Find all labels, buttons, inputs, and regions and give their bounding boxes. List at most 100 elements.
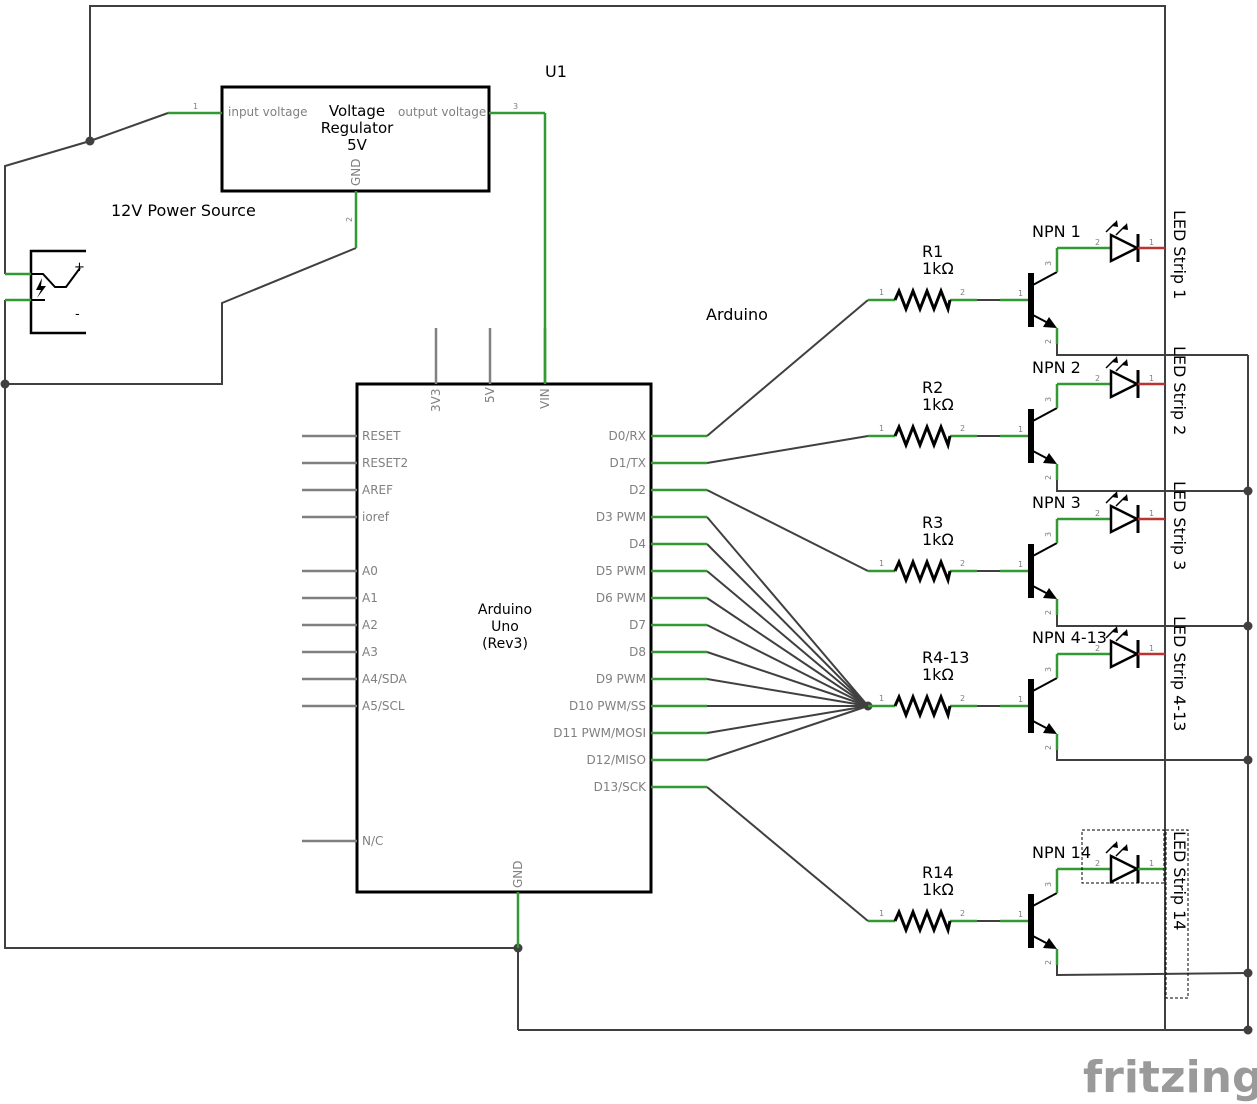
uno-right-pin-label: D11 PWM/MOSI — [553, 726, 646, 740]
resistor-name: R1 — [922, 242, 943, 261]
resistor-symbol — [893, 286, 952, 315]
resistor-pin-number: 2 — [960, 288, 965, 297]
led-diode-symbol — [1109, 503, 1140, 535]
uno-pin-3v3: 3V3 — [429, 389, 443, 412]
uno-left-pin-label: RESET2 — [362, 456, 408, 470]
uno-right-pin-label: D2 — [629, 483, 646, 497]
transistor-pin-number: 2 — [1044, 475, 1053, 480]
u1-label: U1 — [545, 62, 567, 81]
led14-label-selection-box — [1165, 829, 1189, 999]
resistor-pin-number: 1 — [879, 288, 884, 297]
reg-gnd-label: GND — [349, 158, 363, 186]
transistor-name: NPN 1 — [1032, 222, 1081, 241]
junction-dots — [0, 136, 1253, 1035]
transistor-pin-number: 1 — [1018, 289, 1023, 298]
uno-right-pin-label: D3 PWM — [596, 510, 646, 524]
led-diode-symbol — [1109, 368, 1140, 400]
uno-left-pin-label: A1 — [362, 591, 378, 605]
uno-left-pin-label: ioref — [362, 510, 390, 524]
led-diode-symbol — [1109, 853, 1140, 885]
transistor-pin-number: 3 — [1044, 667, 1053, 672]
transistor-name: NPN 14 — [1032, 843, 1091, 862]
resistor-value: 1kΩ — [922, 665, 954, 684]
transistor-name: NPN 2 — [1032, 358, 1081, 377]
resistor-value: 1kΩ — [922, 259, 954, 278]
led-strip-label: LED Strip 1 — [1170, 210, 1189, 299]
reg-title-line1: Voltage — [329, 102, 385, 120]
transistor-pin-number: 2 — [1044, 610, 1053, 615]
led-pin-number: 1 — [1149, 644, 1154, 653]
transistor-name: NPN 3 — [1032, 493, 1081, 512]
uno-right-pin-label: D13/SCK — [594, 780, 648, 794]
led-pin-number: 2 — [1095, 238, 1100, 247]
voltage-regulator[interactable]: 1 3 2 input voltage output voltage GND V… — [168, 85, 547, 383]
transistor-pin-number: 3 — [1044, 882, 1053, 887]
resistor-name: R4-13 — [922, 648, 969, 667]
uno-right-pin-label: D1/TX — [610, 456, 646, 470]
uno-right-pin-label: D7 — [629, 618, 646, 632]
power-source-label: 12V Power Source — [111, 201, 256, 220]
led-pin-number: 1 — [1149, 238, 1154, 247]
uno-pin-gnd: GND — [511, 860, 525, 888]
uno-right-pin-label: D5 PWM — [596, 564, 646, 578]
power-source-symbol[interactable]: + - — [5, 249, 86, 335]
led-diode-symbol — [1109, 232, 1140, 264]
uno-left-pin-label: AREF — [362, 483, 393, 497]
reg-pin-out-number: 3 — [513, 102, 518, 111]
transistor-pin-number: 1 — [1018, 695, 1023, 704]
resistor-symbol — [893, 422, 952, 451]
transistor-pin-number: 1 — [1018, 425, 1023, 434]
led-pin-number: 2 — [1095, 859, 1100, 868]
resistor-name: R2 — [922, 378, 943, 397]
uno-right-pin-label: D0/RX — [609, 429, 646, 443]
transistor-pin-number: 2 — [1044, 339, 1053, 344]
led-pin-number: 1 — [1149, 859, 1154, 868]
resistor-pin-number: 2 — [960, 424, 965, 433]
arduino-label: Arduino — [706, 305, 768, 324]
led-strip-label: LED Strip 3 — [1170, 481, 1189, 570]
transistor-name: NPN 4-13 — [1032, 628, 1107, 647]
uno-right-pin-label: D6 PWM — [596, 591, 646, 605]
uno-right-pin-label: D9 PWM — [596, 672, 646, 686]
transistor-pin-number: 3 — [1044, 397, 1053, 402]
led-pin-number: 1 — [1149, 374, 1154, 383]
reg-pin-in-number: 1 — [193, 102, 198, 111]
uno-left-pin-label: A2 — [362, 618, 378, 632]
transistor-pin-number: 3 — [1044, 261, 1053, 266]
led-strip-label: LED Strip 2 — [1170, 346, 1189, 435]
arduino-uno[interactable]: Arduino Uno (Rev3) 3V3 5V VIN GND RESETR… — [302, 328, 707, 948]
uno-right-pin-label: D4 — [629, 537, 646, 551]
led-pin-number: 2 — [1095, 374, 1100, 383]
reg-output-label: output voltage — [398, 105, 486, 119]
resistor-pin-number: 2 — [960, 694, 965, 703]
uno-left-pin-label: N/C — [362, 834, 383, 848]
transistor-pin-number: 3 — [1044, 532, 1053, 537]
reg-pin-gnd-number: 2 — [345, 217, 354, 222]
power-plus-label: + — [74, 260, 85, 275]
led-diode-symbol — [1109, 638, 1140, 670]
led-pin-number: 2 — [1095, 509, 1100, 518]
transistor-pin-number: 1 — [1018, 910, 1023, 919]
led-strip-label: LED Strip 14 — [1170, 831, 1189, 930]
uno-title-line1: Arduino — [478, 602, 532, 618]
uno-left-pin-label: A5/SCL — [362, 699, 405, 713]
resistor-name: R14 — [922, 863, 953, 882]
uno-pin-vin: VIN — [538, 388, 552, 409]
uno-title-line3: (Rev3) — [482, 636, 528, 652]
uno-right-pin-label: D8 — [629, 645, 646, 659]
transistor-pin-number: 2 — [1044, 960, 1053, 965]
uno-left-pin-label: RESET — [362, 429, 401, 443]
resistor-name: R3 — [922, 513, 943, 532]
uno-left-pin-label: A4/SDA — [362, 672, 408, 686]
led-pin-number: 1 — [1149, 509, 1154, 518]
led-strip-label: LED Strip 4-13 — [1170, 616, 1189, 731]
uno-left-pin-label: A3 — [362, 645, 378, 659]
uno-left-pins: RESETRESET2AREFiorefA0A1A2A3A4/SDAA5/SCL… — [302, 429, 408, 848]
